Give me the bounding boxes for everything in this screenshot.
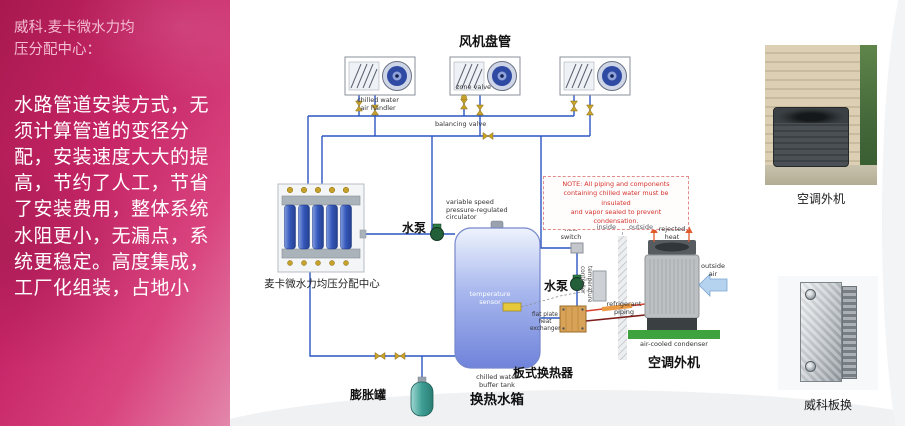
buffer-tank-label-en: chilled water buffer tank: [476, 373, 518, 389]
building-wall: [618, 236, 627, 360]
buffer-tank: [454, 220, 541, 369]
fan-coil-unit-3: [559, 56, 631, 96]
zone-valve: [460, 94, 468, 110]
plate-hx-label-en: flat plate heat exchanger: [530, 312, 561, 332]
plate-hx-photo: [778, 276, 878, 390]
air-handler-label: chilled water air handler: [357, 96, 399, 112]
fan-coil-unit-1: [344, 56, 416, 96]
hx-plate-stack: [842, 286, 857, 379]
plate-hx-caption: 威科板换: [803, 398, 852, 412]
circulator-label: variable speed pressure-regulated circul…: [446, 198, 508, 222]
outdoor-unit-photo: [765, 45, 877, 185]
zone-valve-label: zone valve: [456, 83, 492, 91]
flow-switch: [570, 242, 584, 254]
ac-condenser-unit: [773, 107, 849, 167]
air-cooled-condenser: [644, 240, 700, 330]
refrigerant-lines: [585, 303, 646, 322]
inside-label: inside: [596, 223, 616, 231]
insulation-note: NOTE: All piping and components containi…: [543, 176, 689, 231]
ground-strip: [628, 330, 720, 339]
sidebar-body-text: 水路管道安装方式，无须计算管道的变径分配，安装速度大大的提高，节约了人工，节省了…: [14, 93, 210, 300]
fan-coil-units-title: 风机盘管: [458, 35, 511, 50]
plate-heat-exchanger: [559, 305, 587, 333]
pump-label-2: 水泵: [544, 279, 569, 293]
expansion-tank: [410, 376, 434, 417]
hx-port-top: [805, 289, 816, 300]
temperature-controller-label: temperature controller: [578, 266, 592, 303]
outside-label: outside: [629, 223, 653, 231]
manifold-label: 麦卡微水力均压分配中心: [264, 278, 380, 290]
outside-air-label: outside air: [701, 262, 725, 278]
hx-port-bottom: [805, 361, 816, 372]
pump-2: [570, 274, 584, 291]
plate-hx-label-cn: 板式换热器: [512, 366, 573, 380]
gold-valves: [355, 94, 594, 360]
concrete-pad: [765, 165, 877, 185]
piping-diagram-canvas: [277, 56, 728, 417]
condenser-label-cn: 空调外机: [647, 356, 700, 371]
system-diagram: 风机盘管 chilled water air handler zone valv…: [230, 0, 760, 426]
expansion-tank-label: 膨胀罐: [350, 388, 387, 402]
ac-top-fan-grille: [774, 108, 848, 123]
sidebar-title: 威科.麦卡微水力均 压分配中心：: [14, 20, 135, 58]
temperature-controller: [592, 270, 607, 302]
condenser-label-en: air-cooled condenser: [640, 340, 708, 348]
outside-air-arrow: [698, 273, 728, 297]
foliage: [860, 45, 877, 185]
sidebar: 威科.麦卡微水力均 压分配中心： 水路管道安装方式，无须计算管道的变径分配，安装…: [0, 0, 230, 426]
pump-1: [430, 223, 444, 241]
buffer-tank-label-cn: 换热水箱: [470, 392, 524, 408]
manifold-distribution-center: [277, 183, 367, 273]
temperature-sensor-label: temperature sensor: [469, 290, 511, 306]
balancing-valve-label: balancing valve: [435, 120, 487, 128]
background-swoosh-right: [882, 0, 905, 426]
balancing-valve: [482, 132, 494, 140]
pump-label-1: 水泵: [402, 221, 427, 235]
outdoor-unit-caption: 空调外机: [796, 192, 845, 206]
control-wiring: [520, 278, 593, 308]
rejected-heat-label: rejected heat: [658, 225, 686, 241]
refrigerant-piping-label: refrigerant piping: [606, 300, 642, 316]
